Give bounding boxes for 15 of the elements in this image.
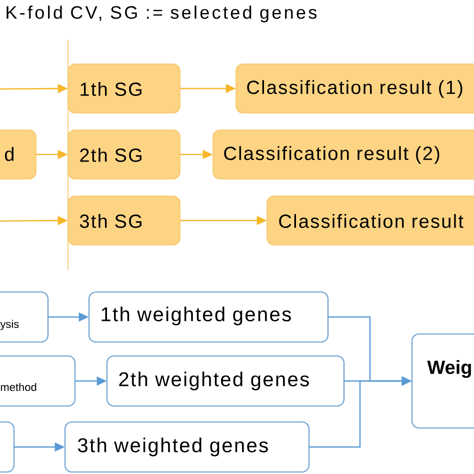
process-box: 1th SG (68, 64, 180, 114)
process-box: ysis (0, 291, 49, 343)
process-box: 3th SG (68, 196, 180, 246)
process-box: Classification result (1) (236, 64, 474, 114)
process-box: 1th weighted genes (88, 291, 329, 343)
process-box: 2th SG (68, 130, 180, 180)
process-box: Classification result (266, 196, 474, 246)
process-box (0, 421, 15, 473)
process-box: d (0, 130, 36, 180)
process-box: Weig (411, 333, 474, 429)
process-box: 3th weighted genes (64, 421, 310, 473)
process-box: 2th weighted genes (106, 355, 345, 407)
process-box: method (0, 355, 76, 407)
note-text: K-fold CV, SG := selected genes (6, 6, 317, 22)
process-box: Classification result (2) (212, 130, 474, 180)
